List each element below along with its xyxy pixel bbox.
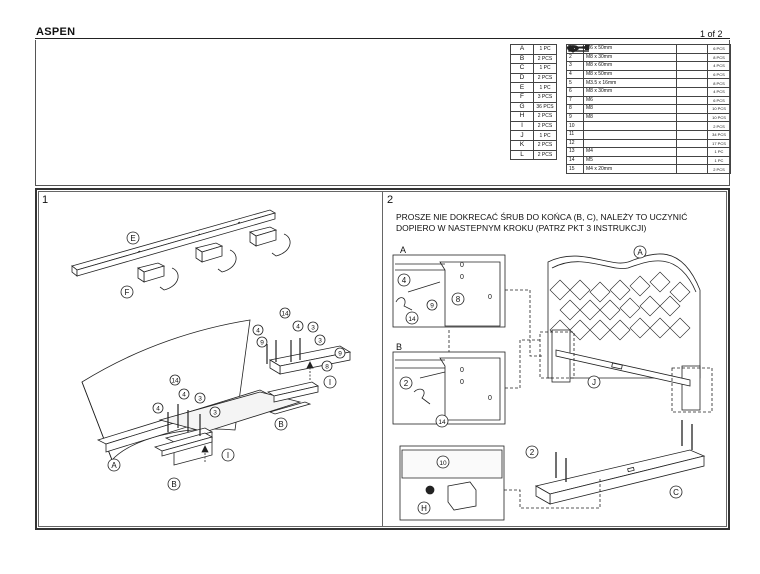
instruction-line-2: DOPIERO W NASTEPNYM KROKU (PATRZ PKT 3 I… bbox=[396, 223, 647, 233]
callout-a-step1: A bbox=[111, 461, 117, 470]
hole-label-a3: 0 bbox=[488, 294, 492, 301]
callout-4e: 4 bbox=[402, 276, 407, 285]
callout-i-lower: I bbox=[227, 451, 229, 460]
document-title: ASPEN bbox=[36, 26, 76, 38]
callout-14d: 14 bbox=[438, 419, 446, 426]
callout-2a: 2 bbox=[530, 448, 535, 457]
callout-8b: 8 bbox=[456, 295, 461, 304]
callout-b-right: B bbox=[278, 420, 283, 429]
callout-b-step1: B bbox=[171, 480, 176, 489]
rail-e-drawing bbox=[71, 209, 276, 277]
callout-i-upper: I bbox=[329, 378, 331, 387]
callout-4d: 4 bbox=[296, 324, 300, 331]
callout-9c: 9 bbox=[430, 303, 434, 310]
callout-4c: 4 bbox=[256, 328, 260, 335]
detail-a-marker bbox=[671, 367, 713, 413]
hole-label-b1: 0 bbox=[460, 367, 464, 374]
detail-b-box bbox=[392, 351, 506, 425]
callout-2b: 2 bbox=[404, 379, 409, 388]
callout-labels: E F A B I B I 4 14 4 3 3 4 9 14 4 3 3 9 … bbox=[111, 234, 679, 513]
callout-4a: 4 bbox=[156, 406, 160, 413]
steps-frame bbox=[35, 188, 730, 530]
callout-9a: 9 bbox=[260, 340, 264, 347]
hole-label-a2: 0 bbox=[460, 274, 464, 281]
bolts-drawing bbox=[167, 338, 301, 436]
callout-14a: 14 bbox=[171, 378, 179, 385]
callout-14c: 14 bbox=[408, 316, 416, 323]
hardware-quantity: 2 PCS bbox=[707, 164, 731, 174]
detail-b-label: B bbox=[396, 342, 402, 352]
callout-3d: 3 bbox=[318, 338, 322, 345]
callout-9b: 9 bbox=[338, 351, 342, 358]
callout-3c: 3 bbox=[311, 325, 315, 332]
step-2-number: 2 bbox=[387, 194, 394, 206]
callout-c: C bbox=[673, 488, 679, 497]
callout-14b: 14 bbox=[281, 311, 289, 318]
detail-b-marker bbox=[539, 331, 575, 379]
callout-e: E bbox=[130, 234, 135, 243]
page-number: 1 of 2 bbox=[700, 29, 723, 39]
hole-label-b2: 0 bbox=[460, 379, 464, 386]
callout-a-step2: A bbox=[637, 248, 643, 257]
step-2-instruction: PROSZE NIE DOKRECAĆ ŚRUB DO KOŃCA (B, C)… bbox=[396, 212, 726, 234]
detail-a-label: A bbox=[400, 245, 406, 255]
callout-3a: 3 bbox=[198, 396, 202, 403]
leader-lines bbox=[448, 289, 601, 509]
callout-circles bbox=[107, 231, 683, 515]
callout-j: J bbox=[592, 378, 596, 387]
step-divider bbox=[382, 191, 383, 527]
board-c-drawing bbox=[534, 420, 706, 505]
frame-a-drawing bbox=[96, 381, 319, 466]
block-i-drawing bbox=[268, 345, 352, 380]
callout-h: H bbox=[421, 504, 427, 513]
callout-8a: 8 bbox=[325, 364, 329, 371]
hole-label-b3: 0 bbox=[488, 395, 492, 402]
blocks-f-drawing bbox=[137, 226, 291, 291]
callout-f: F bbox=[125, 288, 130, 297]
part-quantity: 2 PCS bbox=[533, 149, 557, 161]
callout-4b: 4 bbox=[182, 392, 186, 399]
step-1-number: 1 bbox=[42, 194, 49, 206]
callout-10: 10 bbox=[439, 460, 447, 467]
instruction-line-1: PROSZE NIE DOKRECAĆ ŚRUB DO KOŃCA (B, C)… bbox=[396, 212, 688, 222]
rail-j-drawing bbox=[555, 349, 691, 387]
hole-label-a1: 0 bbox=[460, 262, 464, 269]
detail-h-box bbox=[399, 445, 505, 521]
callout-3b: 3 bbox=[213, 410, 217, 417]
headboard-drawing bbox=[547, 253, 701, 411]
header-rule bbox=[35, 38, 730, 39]
